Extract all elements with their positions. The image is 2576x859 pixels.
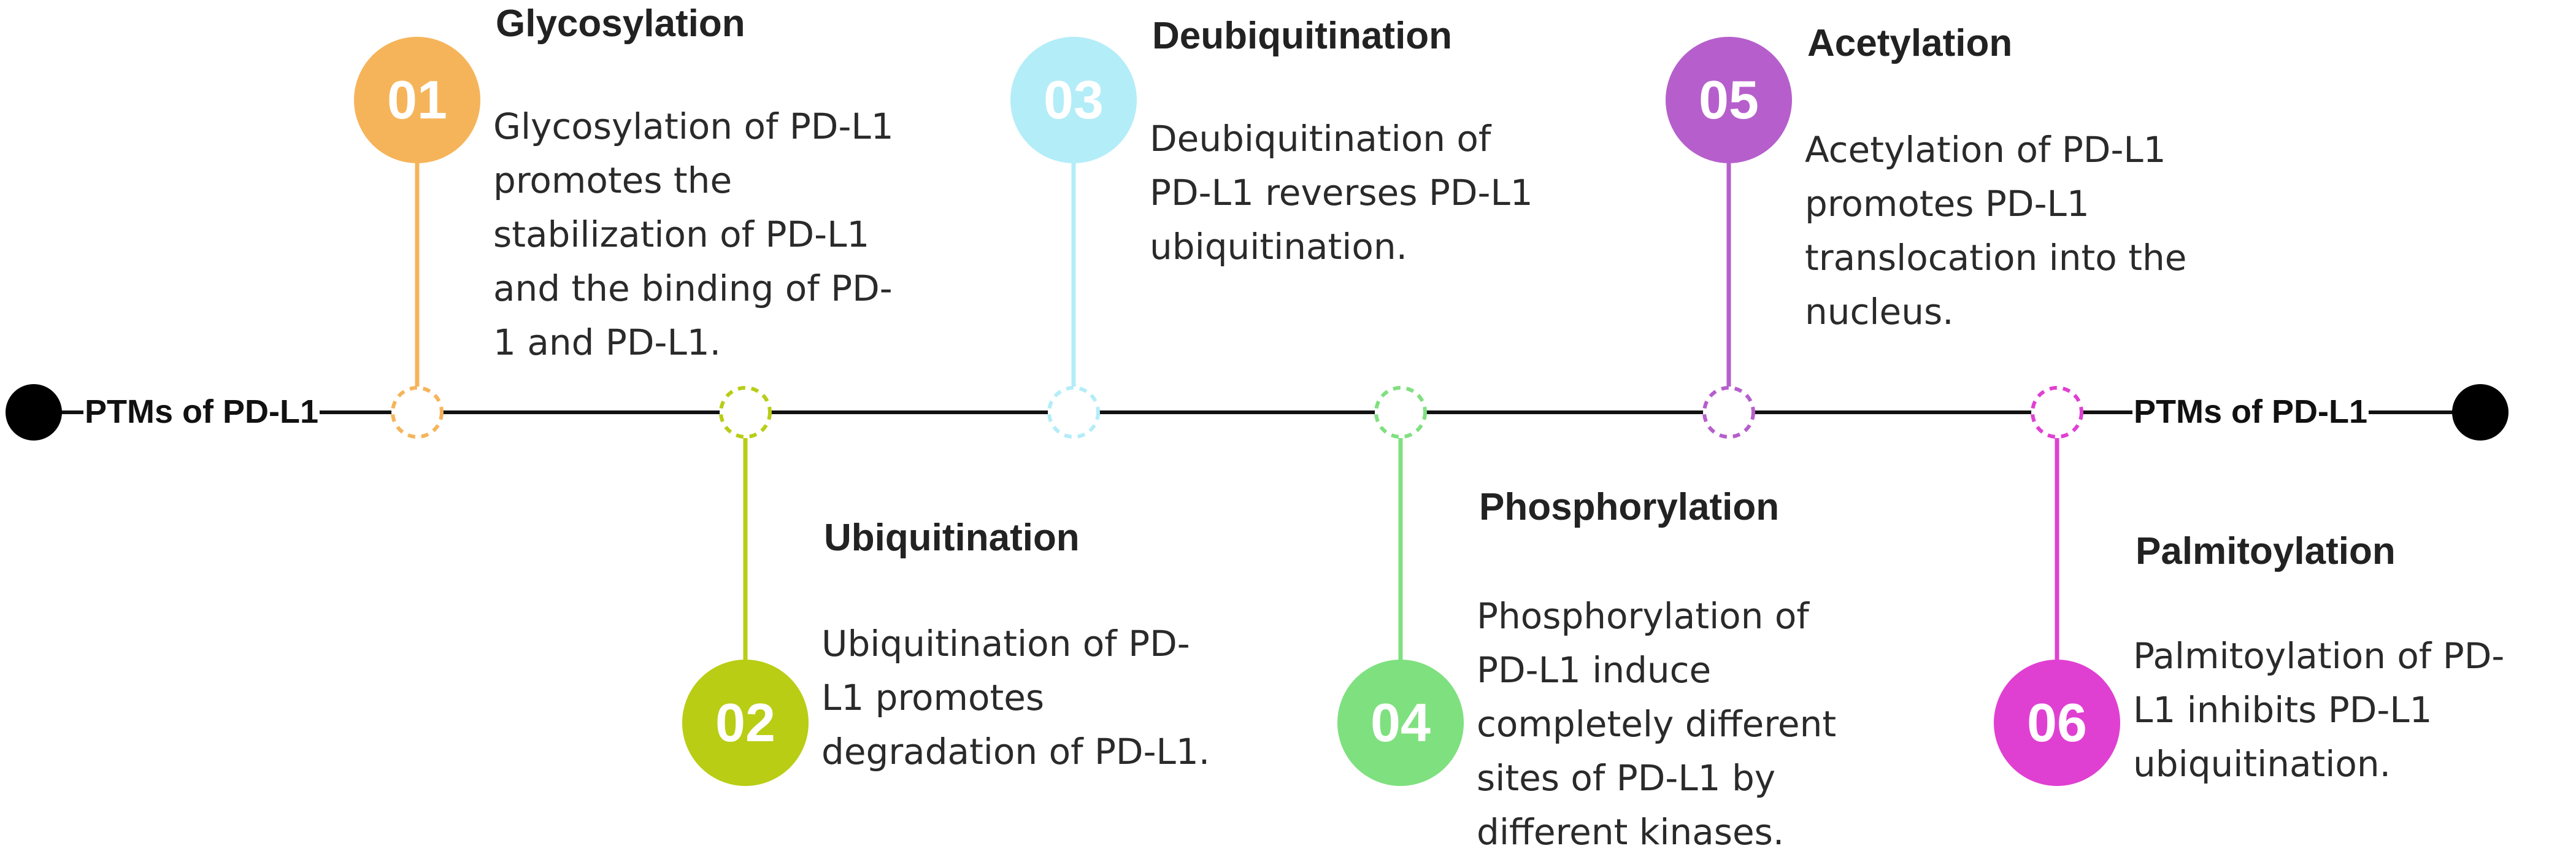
timeline-start-dot (6, 384, 62, 441)
event-title: Palmitoylation (2136, 530, 2396, 572)
event-description: Glycosylation of PD-L1 promotes the stab… (493, 106, 894, 363)
event-title: Glycosylation (496, 2, 745, 45)
timeline-end-dot (2452, 384, 2509, 441)
event-description: Palmitoylation of PD- L1 inhibits PD-L1 … (2133, 635, 2505, 785)
timeline-start-label: PTMs of PD-L1 (83, 393, 320, 430)
timeline-end-label: PTMs of PD-L1 (2132, 393, 2369, 430)
event-marker-01 (391, 386, 444, 439)
event-description: Deubiquitination of PD-L1 reverses PD-L1… (1150, 118, 1533, 268)
event-title: Phosphorylation (1479, 486, 1780, 528)
event-description: Acetylation of PD-L1 promotes PD-L1 tran… (1805, 129, 2187, 333)
event-number-badge: 02 (682, 660, 809, 786)
event-marks (391, 163, 2083, 660)
event-number-badge: 06 (1994, 660, 2120, 786)
event-title: Ubiquitination (824, 517, 1080, 559)
event-description: Phosphorylation of PD-L1 induce complete… (1477, 595, 1837, 853)
event-marker-05 (1702, 386, 1755, 439)
event-marker-02 (719, 386, 772, 439)
event-marker-03 (1047, 386, 1100, 439)
event-number-badge: 05 (1666, 37, 1792, 163)
event-number-badge: 01 (354, 37, 480, 163)
event-number-badge: 03 (1010, 37, 1137, 163)
event-marker-04 (1374, 386, 1427, 439)
event-number-badge: 04 (1337, 660, 1464, 786)
event-title: Acetylation (1807, 22, 2013, 64)
event-marker-06 (2031, 386, 2083, 439)
event-description: Ubiquitination of PD- L1 promotes degrad… (821, 623, 1210, 772)
event-title: Deubiquitination (1152, 15, 1453, 57)
